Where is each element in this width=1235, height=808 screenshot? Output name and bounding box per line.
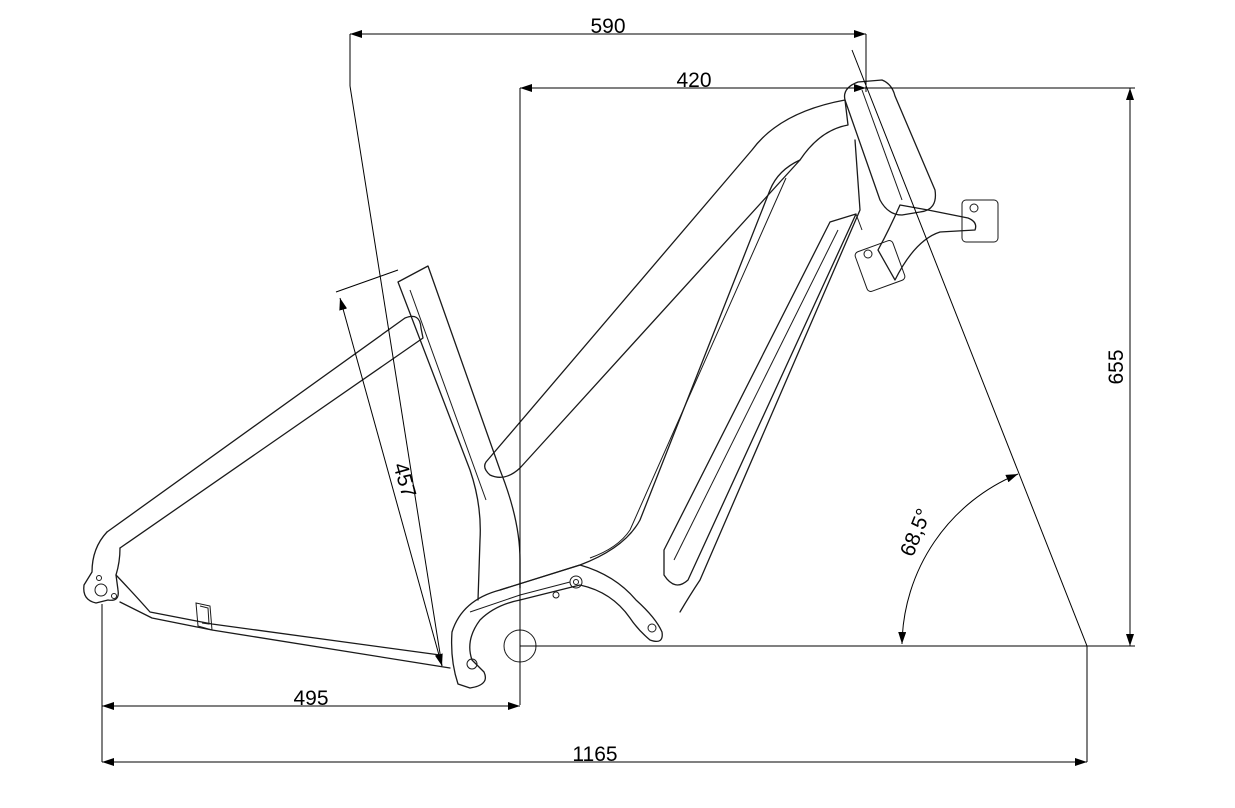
dimension-top-length: 590 <box>350 15 866 38</box>
dimension-stack: 655 <box>1105 88 1134 646</box>
motor-bolt <box>569 575 583 589</box>
down-tube <box>499 139 861 613</box>
dimension-head-angle: 68,5° <box>896 473 1019 645</box>
dimension-wheelbase: 1165 <box>102 743 1087 766</box>
seat-stay <box>106 315 424 549</box>
rear-axle-hole <box>94 583 108 597</box>
dimension-chainstay: 495 <box>102 687 520 710</box>
bike-frame <box>83 79 999 689</box>
motor-housing <box>450 564 663 689</box>
seat-tube <box>397 265 521 601</box>
wheelbase-label: 1165 <box>572 743 617 766</box>
rear-dropout <box>83 531 121 604</box>
stack-label: 655 <box>1105 349 1128 384</box>
fork-crown <box>877 204 977 281</box>
reach-label: 420 <box>676 69 711 92</box>
battery <box>663 213 857 586</box>
reference-lines <box>101 34 1135 762</box>
head-angle-label: 68,5° <box>896 505 936 559</box>
chain-stay <box>115 574 451 669</box>
top-length-label: 590 <box>590 15 625 38</box>
chainstay-label: 495 <box>293 687 328 710</box>
seat-tube-label: 457 <box>388 460 420 500</box>
top-tube <box>484 99 849 478</box>
dimension-reach: 420 <box>520 69 866 92</box>
